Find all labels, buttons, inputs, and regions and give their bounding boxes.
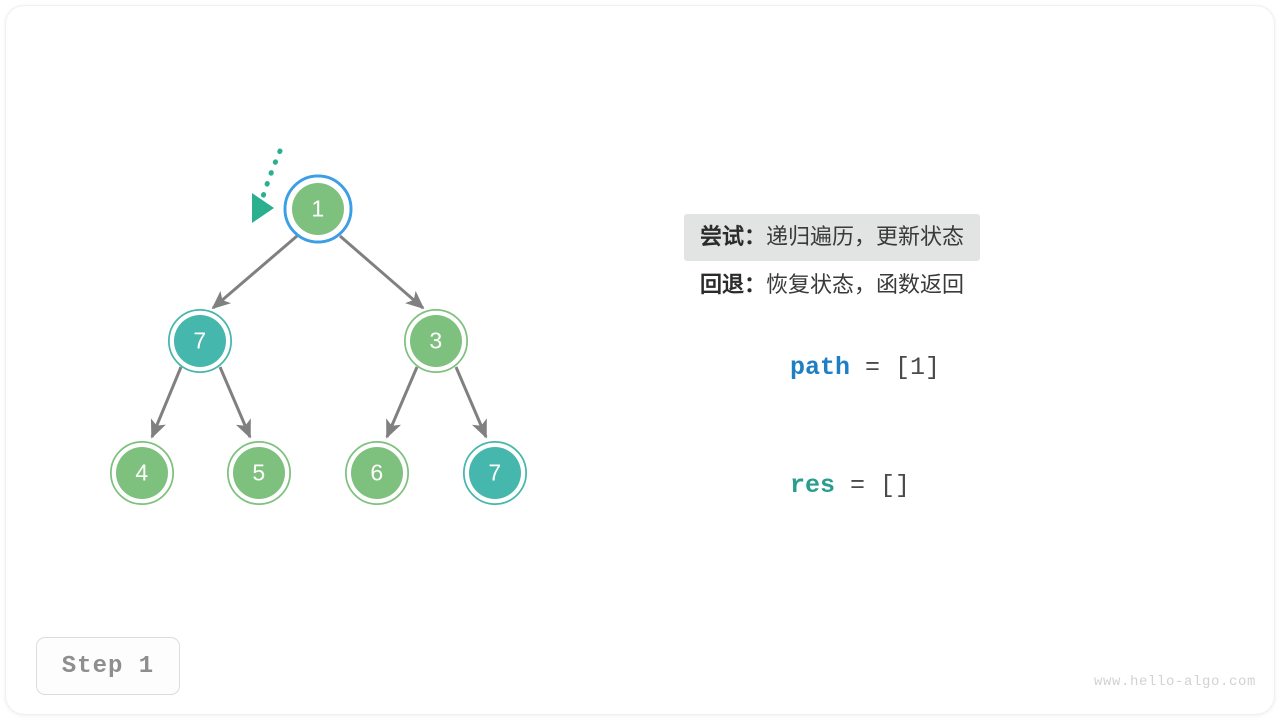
node-outer-ring xyxy=(110,441,174,505)
node-label-7-right: 7 xyxy=(488,459,502,486)
tree-edges xyxy=(150,234,488,439)
node-body xyxy=(469,447,521,499)
tree-node-7-right[interactable] xyxy=(463,441,527,505)
res-variable-name: res xyxy=(790,471,836,500)
node-label-1: 1 xyxy=(311,195,325,222)
node-gap-ring xyxy=(346,442,408,504)
node-body xyxy=(351,447,403,499)
node-body xyxy=(410,315,462,367)
node-gap-ring xyxy=(464,442,526,504)
node-gap-ring xyxy=(405,310,467,372)
node-body xyxy=(174,315,226,367)
step-badge: Step 1 xyxy=(36,637,180,695)
node-body xyxy=(116,447,168,499)
backtrack-line: 回退：恢复状态，函数返回 xyxy=(684,261,1244,308)
path-variable-name: path xyxy=(790,353,851,382)
node-gap-ring xyxy=(111,442,173,504)
node-outer-ring xyxy=(404,309,468,373)
edge-3-to-6 xyxy=(385,366,419,439)
pointer-cursor-icon xyxy=(252,193,274,223)
res-state-line: res = [] xyxy=(700,448,910,523)
annotation-panel: 尝试：递归遍历，更新状态 回退：恢复状态，函数返回 path = [1] res… xyxy=(684,214,1244,498)
res-operator: = xyxy=(835,471,881,500)
edge-7L-to-5 xyxy=(218,366,252,439)
node-label-7-left: 7 xyxy=(193,327,207,354)
node-label-3: 3 xyxy=(429,327,443,354)
try-text: 递归遍历，更新状态 xyxy=(766,224,965,249)
edge-1-to-7L xyxy=(211,234,298,310)
node-outer-ring xyxy=(345,441,409,505)
backtrack-label: 回退： xyxy=(700,272,767,297)
node-gap-ring xyxy=(228,442,290,504)
res-value: [] xyxy=(880,471,911,500)
tree-node-7-left[interactable] xyxy=(168,309,232,373)
node-label-5: 5 xyxy=(252,459,266,486)
node-outer-ring xyxy=(227,441,291,505)
node-label-4: 4 xyxy=(135,459,149,486)
path-value: [1] xyxy=(895,353,941,382)
node-gap-ring xyxy=(286,177,350,241)
tree-node-6[interactable] xyxy=(345,441,409,505)
node-body xyxy=(292,183,344,235)
step-badge-label: Step 1 xyxy=(61,652,155,680)
node-label-6: 6 xyxy=(370,459,384,486)
node-body xyxy=(233,447,285,499)
node-active-ring xyxy=(283,174,353,244)
tree-node-4[interactable] xyxy=(110,441,174,505)
node-outer-ring xyxy=(168,309,232,373)
tree-node-1[interactable] xyxy=(283,174,353,244)
tree-node-3[interactable] xyxy=(404,309,468,373)
pointer-indicator xyxy=(252,148,283,223)
path-state-line: path = [1] xyxy=(700,330,940,405)
path-operator: = xyxy=(850,353,896,382)
node-outer-ring xyxy=(463,441,527,505)
watermark: www.hello-algo.com xyxy=(1093,674,1256,690)
edge-7L-to-4 xyxy=(150,366,183,439)
pointer-dotted-path xyxy=(259,148,283,203)
try-label: 尝试： xyxy=(700,224,767,249)
edge-3-to-7R xyxy=(454,366,488,439)
edge-1-to-3 xyxy=(339,234,425,310)
tree-node-5[interactable] xyxy=(227,441,291,505)
backtrack-text: 恢复状态，函数返回 xyxy=(766,272,965,297)
tree-nodes xyxy=(110,174,527,505)
try-line: 尝试：递归遍历，更新状态 xyxy=(684,214,981,261)
node-gap-ring xyxy=(169,310,231,372)
